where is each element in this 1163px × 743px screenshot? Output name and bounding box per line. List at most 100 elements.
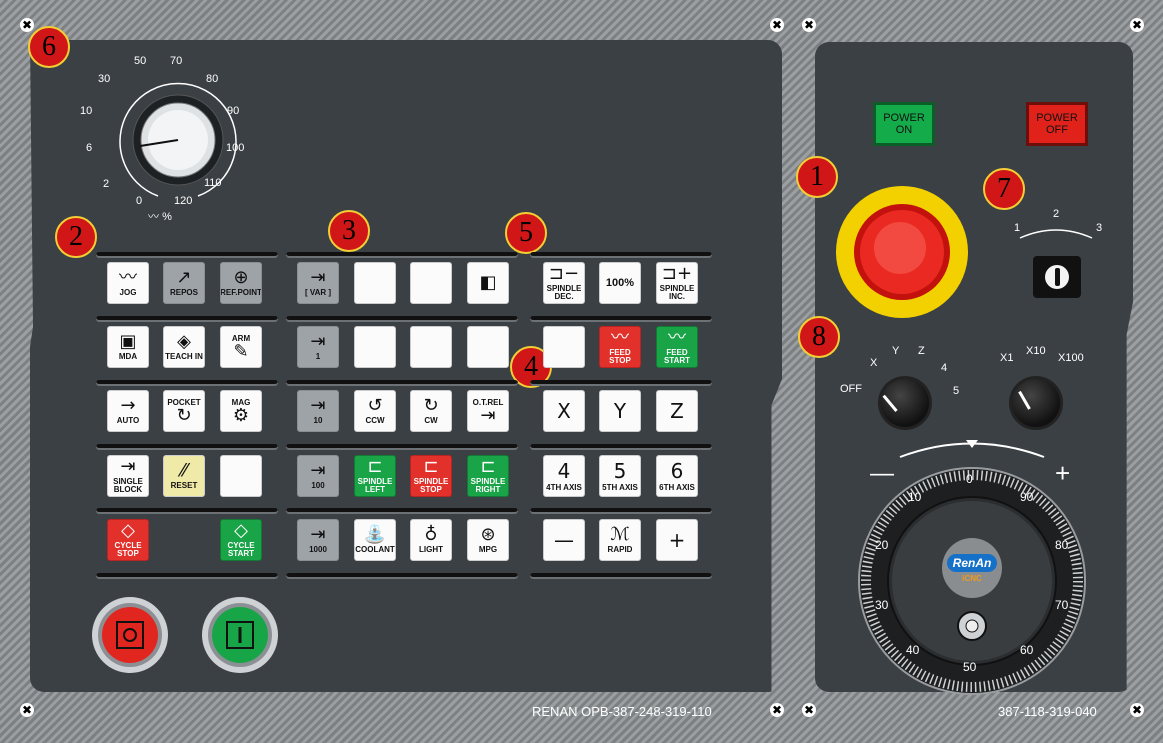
blank-key[interactable]: [354, 262, 396, 304]
handwheel-scale: 60: [1020, 643, 1034, 657]
feed-stop-button[interactable]: 〰FEED STOP: [599, 326, 641, 368]
key-row-slot: [530, 316, 712, 322]
spindle-left-button[interactable]: ⊏SPINDLE LEFT: [354, 455, 396, 497]
jog-button[interactable]: 〰JOG: [107, 262, 149, 304]
dial-tick: 0: [136, 195, 143, 207]
axis-selector-label: X: [870, 357, 878, 369]
increment-arrow-icon: ⇥: [310, 395, 326, 416]
spindle-stop-button[interactable]: ⊏SPINDLE STOP: [410, 455, 452, 497]
blank-key[interactable]: [410, 326, 452, 368]
feed-wave-icon: 〰 %: [148, 211, 172, 223]
spindle-increase-button[interactable]: ⊐+SPINDLE INC.: [656, 262, 698, 304]
right-panel-part-number: 387-118-319-040: [998, 704, 1097, 719]
axis-z-button[interactable]: Z: [656, 390, 698, 432]
tool-change-icon: ◧: [479, 272, 497, 293]
jog-icon: 〰: [119, 267, 137, 288]
feed-start-icon: 〰: [668, 327, 686, 348]
reset-button[interactable]: ⁄⁄RESET: [163, 455, 205, 497]
dial-unit: %: [162, 211, 172, 223]
teach-in-button[interactable]: ◈TEACH IN: [163, 326, 205, 368]
emergency-stop-button[interactable]: [834, 184, 970, 320]
mag-button[interactable]: MAG⚙: [220, 390, 262, 432]
program-protect-on-button[interactable]: [200, 595, 280, 675]
key-switch[interactable]: [1033, 256, 1081, 298]
light-button[interactable]: ♁LIGHT: [410, 519, 452, 561]
tool-change-button[interactable]: ◧: [467, 262, 509, 304]
key-row-slot: [286, 573, 518, 579]
magazine-cw-button[interactable]: ↻CW: [410, 390, 452, 432]
key-row-slot: [96, 316, 278, 322]
dial-tick: 120: [174, 195, 193, 207]
cycle-start-icon: ◇: [234, 520, 248, 541]
coolant-tap-icon: ⛲: [363, 524, 387, 545]
magazine-ccw-button[interactable]: ↺CCW: [354, 390, 396, 432]
overtravel-release-button[interactable]: O.T.REL⇥: [467, 390, 509, 432]
screw-icon: ✖: [802, 703, 816, 717]
program-protect-off-button[interactable]: [90, 595, 170, 675]
pocket-button[interactable]: POCKET↻: [163, 390, 205, 432]
handwheel-scale: 20: [875, 538, 889, 552]
feed-override-dial[interactable]: [80, 60, 270, 220]
spindle-100-button[interactable]: 100%: [599, 262, 641, 304]
jog-plus-button[interactable]: +: [656, 519, 698, 561]
spindle-right-icon: ⊏: [480, 456, 496, 477]
blank-key[interactable]: [467, 326, 509, 368]
auto-button[interactable]: →AUTO: [107, 390, 149, 432]
key-row-slot: [96, 508, 278, 514]
screw-icon: ✖: [20, 703, 34, 717]
increment-1000-button[interactable]: ⇥1000: [297, 519, 339, 561]
repos-button[interactable]: ↗REPOS: [163, 262, 205, 304]
screw-icon: ✖: [20, 18, 34, 32]
axis-y-button[interactable]: Y: [599, 390, 641, 432]
spindle-decrease-button[interactable]: ⊐−SPINDLE DEC.: [543, 262, 585, 304]
callout-badge: 5: [505, 212, 547, 254]
mda-button[interactable]: ▣MDA: [107, 326, 149, 368]
jog-minus-button[interactable]: —: [543, 519, 585, 561]
knob-pointer: [882, 394, 898, 412]
key-switch-label: 1: [1014, 222, 1021, 234]
increment-100-button[interactable]: ⇥100: [297, 455, 339, 497]
axis-selector-knob[interactable]: [878, 376, 932, 430]
mpg-button[interactable]: ⊛MPG: [467, 519, 509, 561]
arm-button[interactable]: ARM✎: [220, 326, 262, 368]
dial-tick: 2: [103, 178, 110, 190]
axis-selector-label: 4: [941, 362, 948, 374]
blank-key[interactable]: [354, 326, 396, 368]
blank-key[interactable]: [410, 262, 452, 304]
var-increment-button[interactable]: ⇥[ VAR ]: [297, 262, 339, 304]
single-block-button[interactable]: ⇥SINGLE BLOCK: [107, 455, 149, 497]
increment-arrow-icon: ⇥: [310, 524, 326, 545]
spindle-stop-icon: ⊏: [423, 456, 439, 477]
feed-start-button[interactable]: 〰FEED START: [656, 326, 698, 368]
blank-key[interactable]: [220, 455, 262, 497]
handwheel-scale: 50: [963, 660, 977, 674]
cycle-stop-button[interactable]: ◇CYCLE STOP: [107, 519, 149, 561]
screw-icon: ✖: [1130, 18, 1144, 32]
axis-x-button[interactable]: X: [543, 390, 585, 432]
coolant-button[interactable]: ⛲COOLANT: [354, 519, 396, 561]
axis-selector-label: 5: [953, 385, 960, 397]
single-block-icon: ⇥: [120, 456, 136, 477]
cycle-start-button[interactable]: ◇CYCLE START: [220, 519, 262, 561]
rotate-ccw-icon: ↺: [367, 395, 383, 416]
multiplier-knob[interactable]: [1009, 376, 1063, 430]
feed-stop-icon: 〰: [611, 327, 629, 348]
power-off-button[interactable]: POWER OFF: [1026, 102, 1088, 146]
handwheel-scale: 0: [966, 472, 973, 486]
increment-1-button[interactable]: ⇥1: [297, 326, 339, 368]
handwheel-plus: +: [1055, 458, 1071, 488]
rapid-wave-icon: ℳ: [610, 524, 630, 545]
power-on-button[interactable]: POWER ON: [873, 102, 935, 146]
multiplier-label: X10: [1026, 345, 1046, 357]
dial-tick: 90: [227, 105, 240, 117]
blank-key[interactable]: [543, 326, 585, 368]
ref-point-button[interactable]: ⊕REF.POINT: [220, 262, 262, 304]
increment-10-button[interactable]: ⇥10: [297, 390, 339, 432]
increment-arrow-icon: ⇥: [310, 460, 326, 481]
spindle-right-button[interactable]: ⊏SPINDLE RIGHT: [467, 455, 509, 497]
handwheel-scale: 80: [1055, 538, 1069, 552]
